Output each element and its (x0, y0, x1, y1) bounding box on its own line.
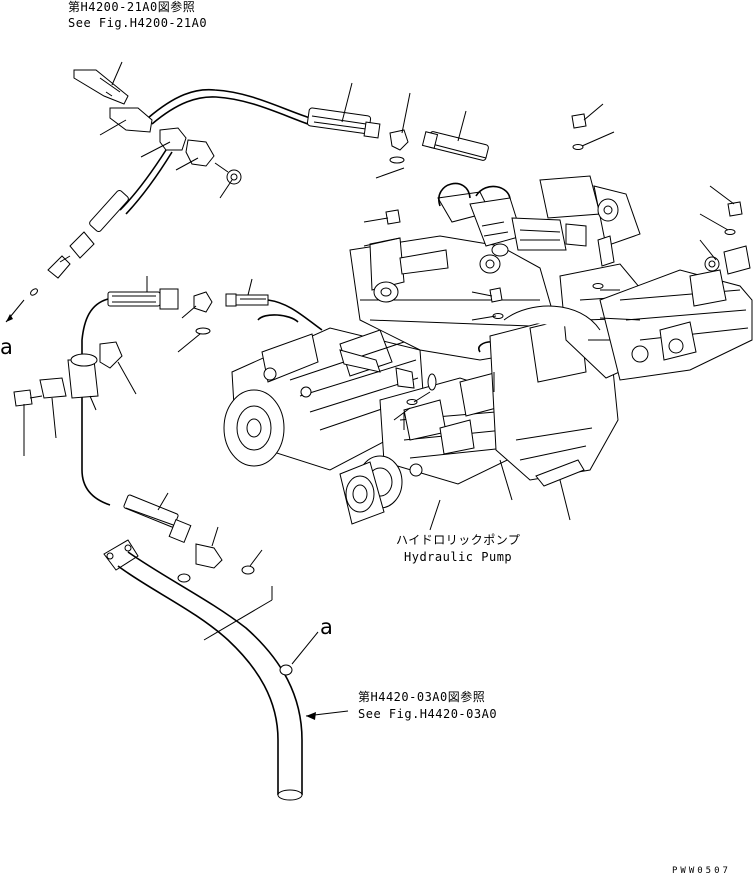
hydraulic-pump-body (223, 103, 753, 525)
bottom-reference-en: See Fig.H4420-03A0 (358, 707, 498, 721)
drawing-code: PWW0507 (672, 866, 731, 876)
top-reference-jp: 第H4200-21A0図参照 (68, 0, 196, 14)
callout-a-right: a (320, 615, 333, 639)
suction-pipe (103, 539, 349, 801)
bottom-reference-jp: 第H4420-03A0図参照 (358, 690, 486, 704)
middle-hose-assembly (13, 276, 323, 575)
pump-label-en: Hydraulic Pump (404, 550, 513, 564)
pump-label-jp: ハイドロリックポンプ (396, 533, 521, 547)
pump-label-leader (429, 499, 441, 531)
upper-hose-assembly (5, 61, 489, 323)
callout-a-left: a (0, 335, 13, 359)
top-reference-en: See Fig.H4200-21A0 (68, 16, 208, 30)
